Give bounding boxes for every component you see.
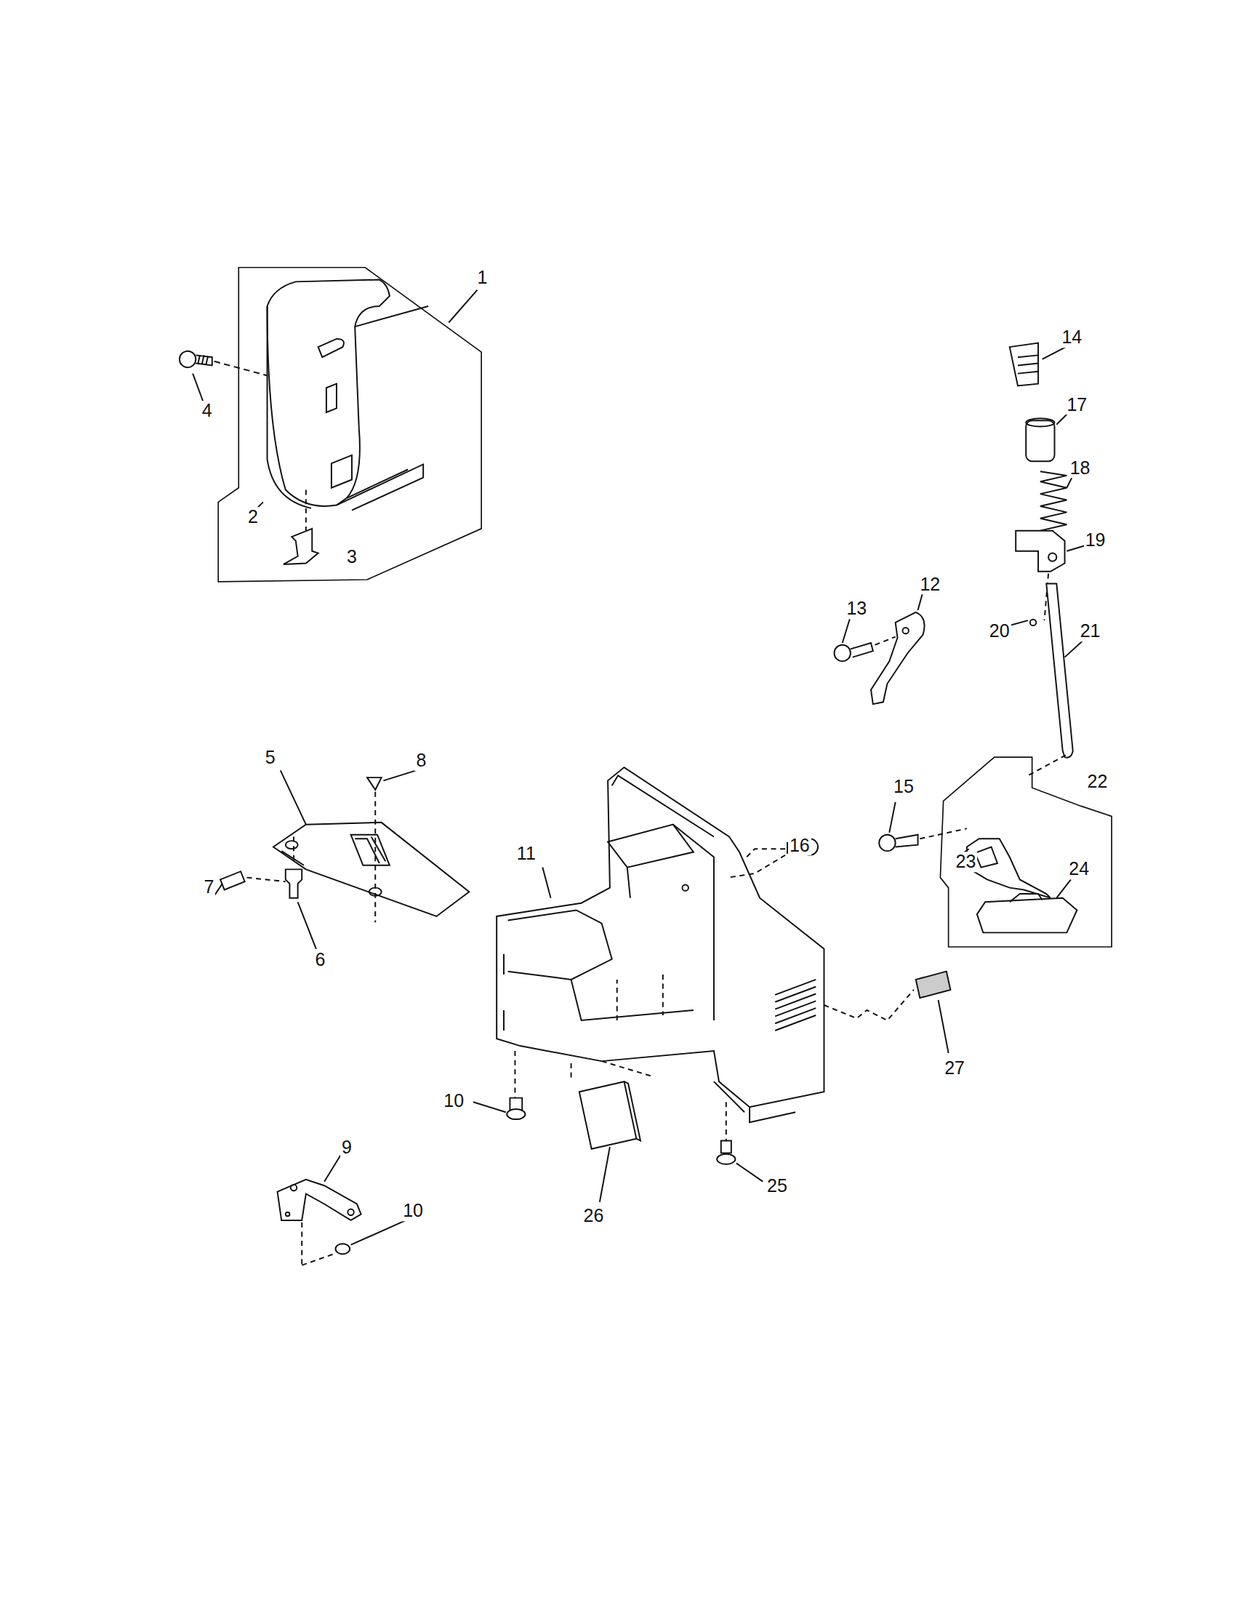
callout-number: 10: [401, 1200, 425, 1221]
callout-number: 23: [954, 852, 978, 873]
callout-number: 25: [765, 1176, 789, 1197]
callout-number: 18: [1068, 458, 1092, 479]
callout-number: 13: [844, 599, 869, 620]
callout-number: 15: [892, 776, 916, 797]
callout-number: 9: [340, 1137, 354, 1158]
callout-number: 12: [918, 574, 942, 595]
callout-number: 1: [476, 267, 490, 288]
callout-number: 11: [515, 843, 538, 864]
callout-number: 5: [263, 748, 277, 769]
callout-number: 2: [246, 506, 260, 528]
callout-number: 17: [1065, 394, 1089, 416]
callout-number: 26: [582, 1205, 606, 1226]
callout-number: 3: [345, 546, 359, 568]
callout-number: 20: [987, 621, 1012, 642]
callout-number: 27: [942, 1057, 967, 1079]
callout-number: 22: [1086, 771, 1110, 792]
callout-number: 19: [1083, 530, 1108, 552]
callout-number: 21: [1078, 621, 1103, 642]
callout-number: 10: [442, 1090, 466, 1111]
callout-number: 14: [1059, 327, 1084, 349]
callout-number: 24: [1067, 858, 1091, 879]
callout-number: 6: [314, 949, 328, 970]
callout-number: 7: [202, 877, 216, 898]
callout-number: 4: [200, 401, 214, 422]
callout-number: 16: [788, 835, 812, 856]
callout-number: 8: [414, 750, 428, 772]
